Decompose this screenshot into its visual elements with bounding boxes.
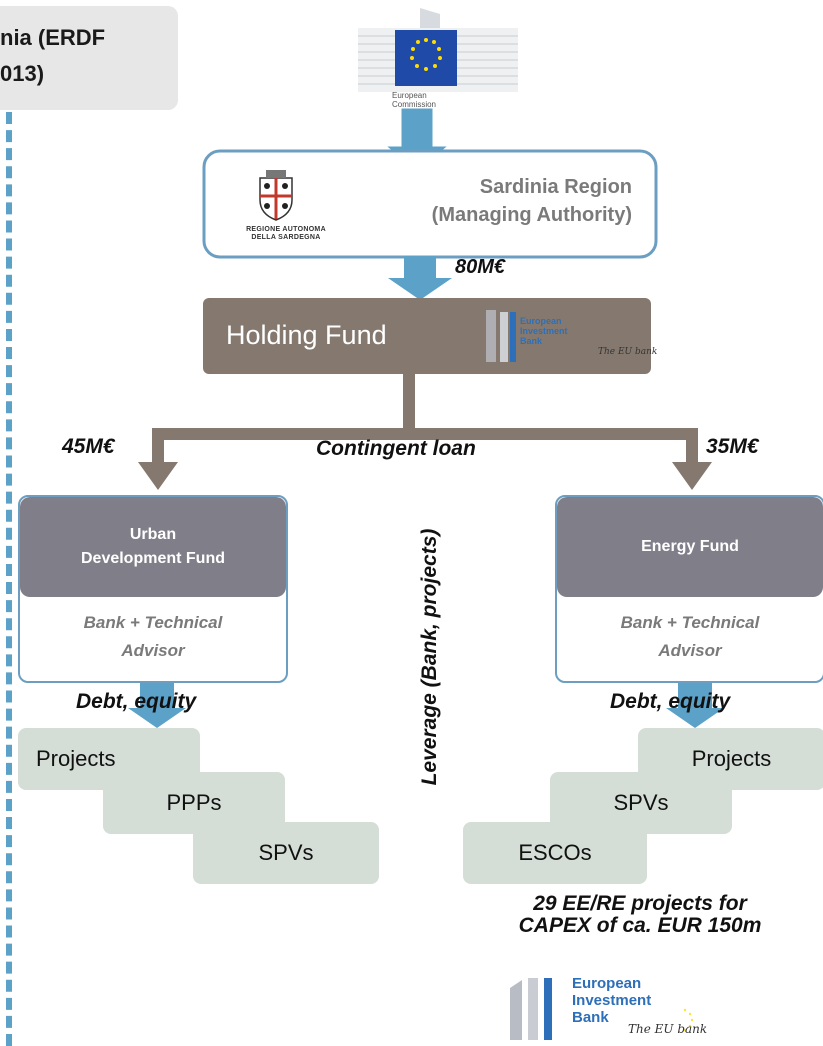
region-logo-text: REGIONE AUTONOMA DELLA SARDEGNA (226, 226, 346, 242)
eib-logo-motto: The EU bank (628, 1022, 708, 1036)
urban-fund-advisor: Bank + Technical Advisor (20, 609, 286, 665)
eib-logo-text: European Investment Bank (572, 975, 651, 1026)
energy-advisor-line-1: Bank + Technical (620, 613, 760, 632)
urban-fund-line-1: Urban (129, 526, 177, 543)
eib-small-line-1: European (520, 316, 562, 326)
dashed-divider (6, 112, 12, 1046)
urban-advisor-line-1: Bank + Technical (83, 613, 223, 632)
fund-connectors (138, 372, 712, 490)
projects-summary: 29 EE/RE projects for CAPEX of ca. EUR 1… (470, 893, 810, 937)
flow-amount-35: 35M€ (706, 435, 759, 458)
sardinia-coat-of-arms-icon (259, 170, 293, 221)
eib-logo-line-3: Bank (572, 1009, 609, 1026)
region-logo-line-2: DELLA SARDEGNA (251, 234, 321, 241)
title-box (0, 6, 178, 110)
flow-amount-80: 80M€ (455, 256, 506, 278)
eib-small-line-2: Investment (520, 326, 568, 336)
flow-amount-45: 45M€ (62, 435, 115, 458)
page-title: nia (ERDF 013) (0, 20, 175, 92)
contingent-loan-label: Contingent loan (316, 437, 476, 460)
tile-spvs-left: SPVs (193, 822, 379, 884)
urban-fund-line-2: Development Fund (80, 550, 225, 567)
european-commission-logo (358, 8, 518, 92)
eib-small-text: European Investment Bank (520, 316, 568, 346)
region-name-line-2: (Managing Authority) (431, 204, 632, 226)
energy-fund-header: Energy Fund (557, 497, 823, 597)
title-line-1: nia (ERDF (0, 25, 106, 50)
ec-logo-text: European Commission (392, 91, 436, 109)
holding-fund-box (203, 298, 651, 374)
summary-line-1: 29 EE/RE projects for (533, 892, 747, 915)
eib-small-line-3: Bank (520, 336, 543, 346)
holding-fund-label: Holding Fund (226, 320, 387, 350)
region-logo-line-1: REGIONE AUTONOMA (246, 226, 326, 233)
region-name: Sardinia Region (Managing Authority) (360, 173, 632, 229)
ec-logo-line-2: Commission (392, 100, 437, 109)
debt-equity-right: Debt, equity (610, 690, 731, 713)
eib-logo-line-2: Investment (572, 992, 652, 1009)
title-line-2: 013) (0, 61, 45, 86)
summary-line-2: CAPEX of ca. EUR 150m (518, 914, 762, 937)
arrow-energy-to-projects (666, 683, 724, 728)
ec-logo-line-1: European (392, 91, 427, 100)
eib-logo-large (510, 978, 694, 1040)
urban-development-fund-header: Urban Development Fund (20, 497, 286, 597)
eib-small-motto: The EU bank (598, 347, 658, 357)
energy-advisor-line-2: Advisor (658, 641, 722, 660)
arrow-region-to-holding (388, 256, 452, 300)
leverage-label: Leverage (Bank, projects) (418, 528, 441, 786)
region-name-line-1: Sardinia Region (479, 176, 632, 198)
eib-logo-small (486, 310, 516, 362)
energy-fund-advisor: Bank + Technical Advisor (557, 609, 823, 665)
arrow-urban-to-projects (128, 683, 186, 728)
eib-logo-line-1: European (572, 975, 642, 992)
urban-advisor-line-2: Advisor (121, 641, 185, 660)
tile-projects-right: Projects (638, 728, 823, 790)
debt-equity-left: Debt, equity (76, 690, 197, 713)
